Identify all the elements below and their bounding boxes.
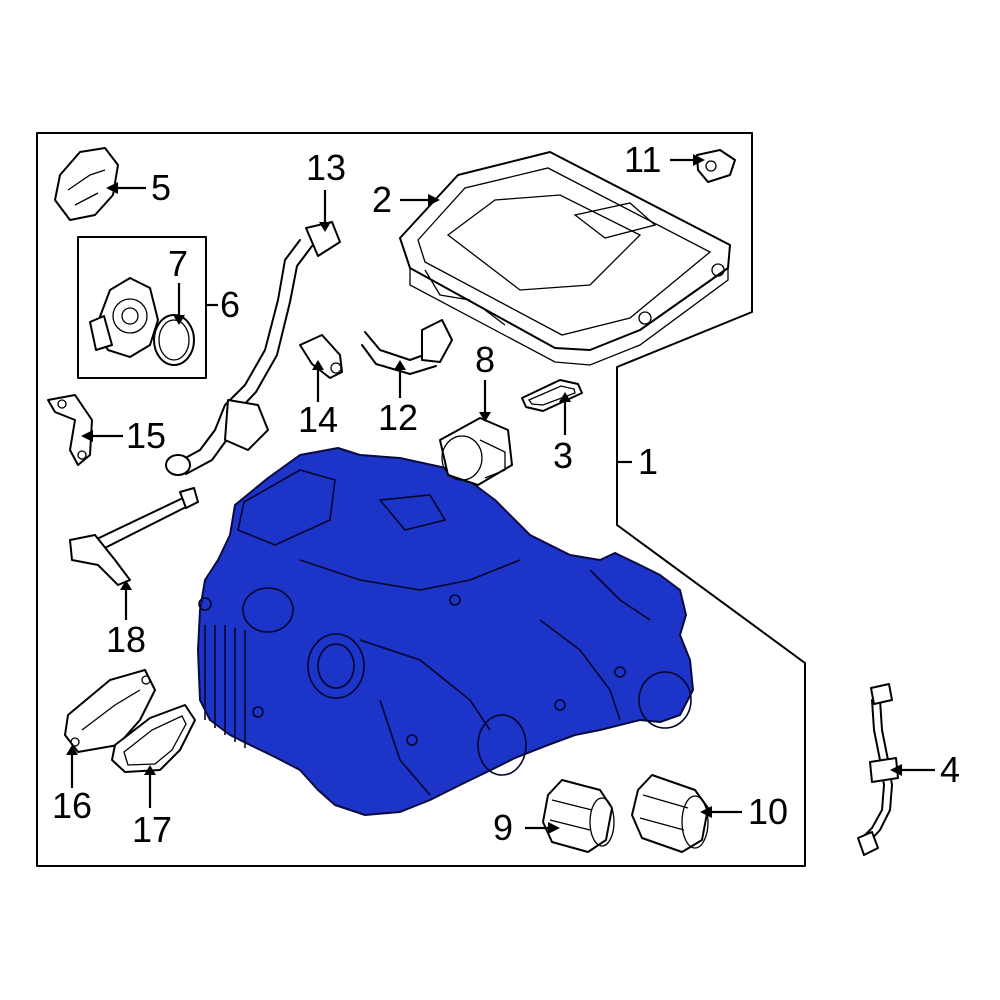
- callout-2: 2: [372, 179, 392, 220]
- part-7-o-ring[interactable]: [153, 314, 195, 366]
- drive-unit-highlighted[interactable]: [197, 447, 694, 816]
- callout-14: 14: [298, 399, 338, 440]
- callout-11: 11: [624, 139, 661, 180]
- callout-5: 5: [151, 167, 171, 208]
- callout-6: 6: [220, 284, 240, 325]
- callout-labels: 1 2 3 4 5 6 7 8 9 10 11 12 13 14 15 16 1…: [52, 139, 960, 850]
- part-18-shaft[interactable]: [69, 487, 199, 586]
- drive-unit-housing: [197, 447, 694, 816]
- subgroup-box-6: [77, 236, 207, 379]
- part-12-coolant-tube[interactable]: [361, 319, 453, 375]
- part-4-wiring-harness[interactable]: [857, 683, 899, 856]
- assembly-border: [36, 132, 806, 867]
- callout-12: 12: [378, 397, 418, 438]
- callout-15: 15: [126, 415, 166, 456]
- callout-1: 1: [638, 441, 658, 482]
- callout-18: 18: [106, 619, 146, 660]
- callout-3: 3: [553, 435, 573, 476]
- part-16-bracket-plate[interactable]: [64, 669, 156, 753]
- part-5-shield[interactable]: [54, 147, 119, 221]
- callout-17: 17: [132, 809, 172, 850]
- part-2-inverter-module[interactable]: [399, 151, 731, 366]
- callout-9: 9: [493, 807, 513, 848]
- part-13-hose[interactable]: [165, 221, 341, 476]
- callout-10: 10: [748, 791, 788, 832]
- callout-7: 7: [168, 243, 188, 284]
- part-11-sensor[interactable]: [696, 149, 736, 183]
- callout-8: 8: [475, 339, 495, 380]
- part-3-seal[interactable]: [521, 379, 583, 412]
- part-8-mount[interactable]: [439, 417, 513, 486]
- leader-lines: [66, 154, 935, 834]
- part-14-sensor[interactable]: [299, 334, 343, 379]
- callout-4: 4: [940, 749, 960, 790]
- part-17-gasket[interactable]: [111, 704, 196, 773]
- part-15-bracket[interactable]: [47, 394, 93, 466]
- part-9-stator[interactable]: [542, 779, 615, 853]
- callout-13: 13: [306, 147, 346, 188]
- part-10-rotor[interactable]: [631, 774, 709, 853]
- part-6-pump[interactable]: [89, 277, 159, 358]
- callout-16: 16: [52, 785, 92, 826]
